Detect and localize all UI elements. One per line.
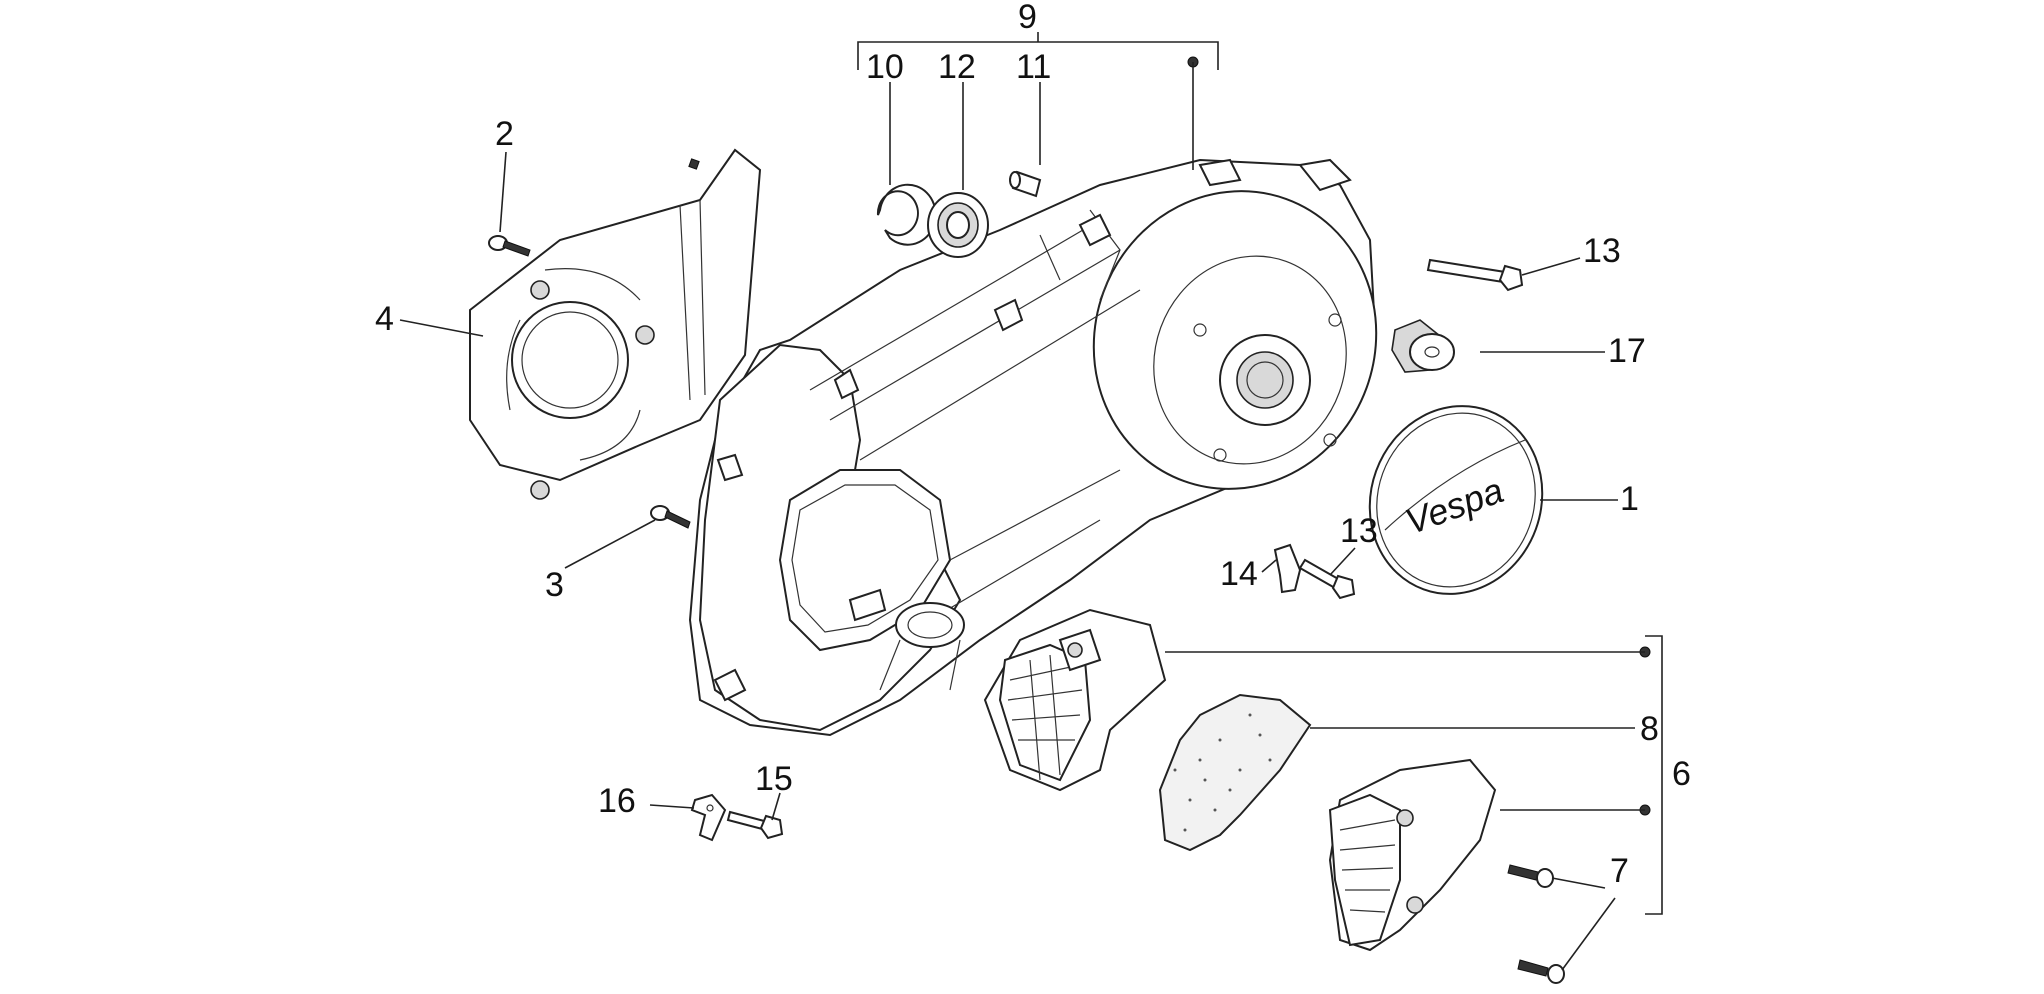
label-3: 3	[545, 566, 564, 604]
part-15-bolt	[726, 810, 784, 840]
label-2: 2	[495, 115, 514, 153]
part-17-bushing	[1391, 319, 1455, 373]
label-10: 10	[866, 48, 904, 86]
label-12: 12	[938, 48, 976, 86]
label-14: 14	[1220, 555, 1258, 593]
label-8: 8	[1640, 710, 1659, 748]
label-13-lower: 13	[1340, 512, 1378, 550]
airbox-inner-housing	[983, 608, 1167, 792]
part-12-bearing	[927, 192, 989, 258]
label-16: 16	[598, 782, 636, 820]
airbox-outer-cover	[1328, 758, 1497, 952]
part-7-screws	[1507, 864, 1565, 984]
part-1-logo-cover: Vespa	[1368, 405, 1544, 595]
label-4: 4	[375, 300, 394, 338]
label-1: 1	[1620, 480, 1639, 518]
part-13-upper-bolt	[1426, 258, 1524, 292]
part-16-bracket	[690, 793, 727, 842]
label-6: 6	[1672, 755, 1691, 793]
label-9: 9	[1018, 0, 1037, 36]
label-15: 15	[755, 760, 793, 798]
part-3-screw	[650, 505, 691, 529]
part-8-filter-sponge	[1158, 693, 1312, 852]
label-17: 17	[1608, 332, 1646, 370]
part-10-circlip	[876, 183, 937, 246]
part-2-screw	[488, 235, 531, 257]
part-labels: 9 10 12 11 2 4 3 13 17 1 13 14 8 6 7 16 …	[375, 0, 1691, 890]
leader-lines	[399, 32, 1663, 971]
label-11: 11	[1016, 48, 1051, 86]
part-4-heat-shield	[469, 148, 762, 500]
part-13-lower-bolt	[1298, 558, 1356, 600]
label-7: 7	[1610, 852, 1629, 890]
label-13-upper: 13	[1583, 232, 1621, 270]
part-14-bracket	[1273, 543, 1302, 594]
part-11-dowel	[1009, 170, 1042, 198]
part-9-crankcase-cover	[688, 158, 1378, 737]
